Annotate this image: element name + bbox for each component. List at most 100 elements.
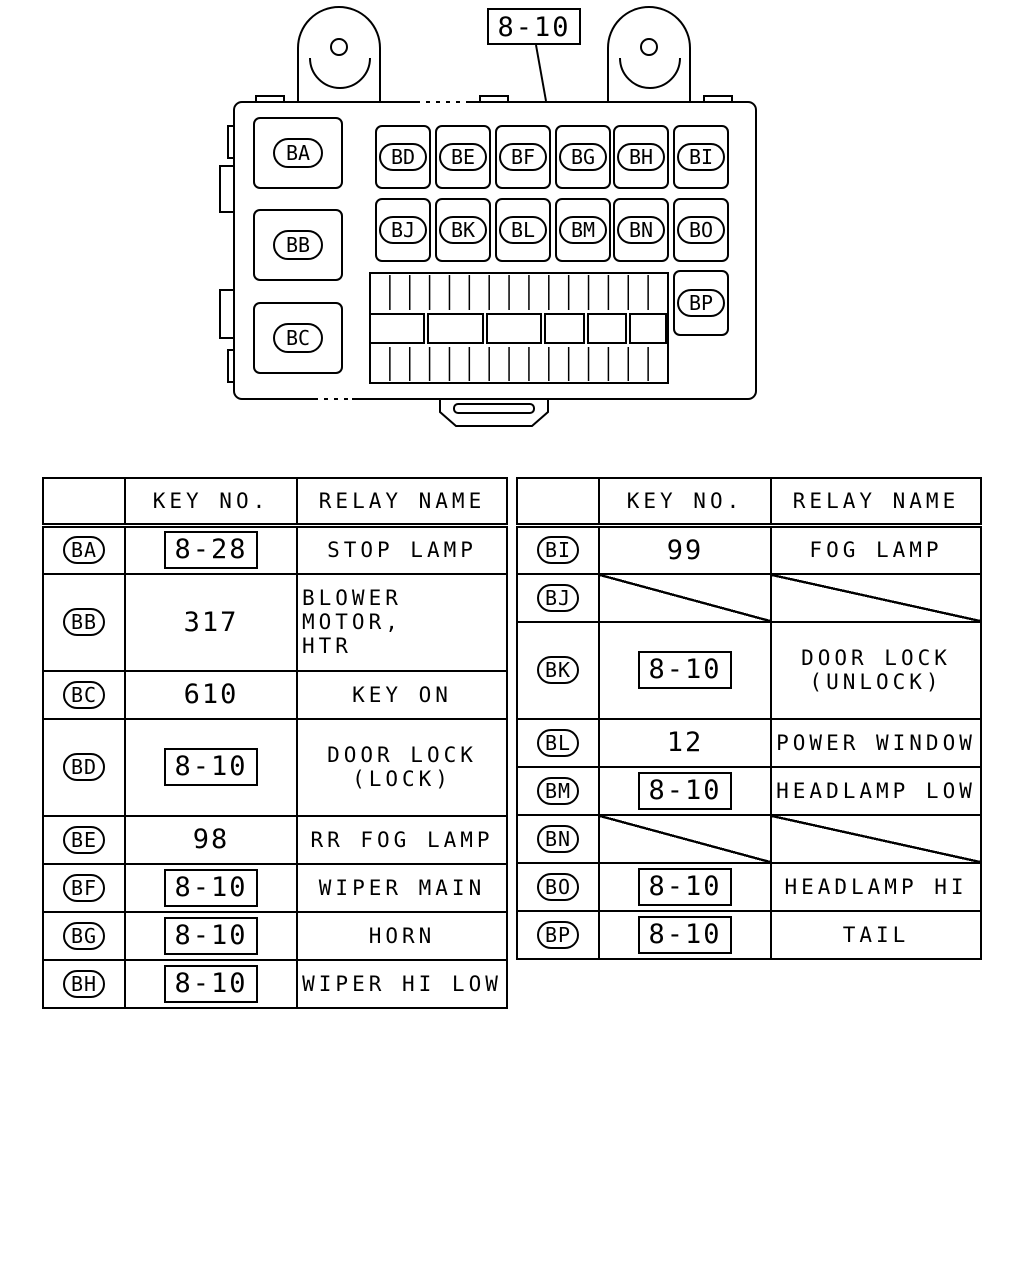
- relay-name-cell: [770, 813, 982, 864]
- key-no-cell: 8-10: [124, 910, 298, 961]
- key-no-cell: 610: [124, 669, 298, 720]
- key-no-box: 8-10: [164, 916, 258, 955]
- relay-id-cell: BH: [42, 958, 126, 1009]
- key-no-value: 317: [183, 606, 239, 638]
- relay-name-cell: [770, 572, 982, 623]
- key-no-box: 8-10: [164, 964, 258, 1003]
- key-no-cell: 8-10: [598, 861, 772, 912]
- relay-slot-label: BK: [451, 218, 475, 242]
- relay-name-cell: HEADLAMP LOW: [770, 765, 982, 816]
- relay-slot-bj: BJ: [375, 198, 431, 262]
- header-relay-name: RELAY NAME: [770, 477, 982, 528]
- relay-name: KEY ON: [352, 682, 452, 707]
- relay-id-badge: BL: [536, 728, 580, 757]
- header-relay-name: RELAY NAME: [296, 477, 508, 528]
- relay-name-cell: POWER WINDOW: [770, 717, 982, 768]
- relay-slot-bh: BH: [613, 125, 669, 189]
- relay-name-cell: RR FOG LAMP: [296, 814, 508, 865]
- table-row: BC 610 KEY ON: [42, 669, 508, 720]
- relay-slot-label: BN: [629, 218, 653, 242]
- header-blank: [516, 477, 600, 528]
- relay-slot-label: BL: [511, 218, 535, 242]
- key-no-value: 12: [666, 727, 704, 758]
- relay-slot-bc: BC: [253, 302, 343, 374]
- relay-box-body: [233, 101, 757, 400]
- relay-name-cell: FOG LAMP: [770, 524, 982, 575]
- relay-id-cell: BD: [42, 717, 126, 817]
- relay-slot-label: BC: [286, 326, 310, 350]
- key-no-cell: 8-10: [598, 620, 772, 720]
- key-no-box: 8-10: [638, 867, 732, 906]
- relay-slot-bl: BL: [495, 198, 551, 262]
- relay-name: FOG LAMP: [809, 538, 943, 563]
- relay-id-badge: BC: [62, 680, 106, 709]
- relay-name-cell: STOP LAMP: [296, 524, 508, 575]
- table-row: BO 8-10 HEADLAMP HI: [516, 861, 982, 912]
- relay-name-cell: HORN: [296, 910, 508, 961]
- relay-id-badge: BP: [536, 920, 580, 949]
- table-row: BL 12 POWER WINDOW: [516, 717, 982, 768]
- relay-name: DOOR LOCK (UNLOCK): [801, 646, 951, 694]
- relay-slot-bo: BO: [673, 198, 729, 262]
- key-no-value: 610: [183, 679, 239, 710]
- relay-id-cell: BN: [516, 813, 600, 864]
- relay-name: BLOWER MOTOR, HTR: [302, 586, 402, 658]
- relay-id-cell: BK: [516, 620, 600, 720]
- relay-id-badge: BN: [536, 824, 580, 853]
- table-row: BJ: [516, 572, 982, 623]
- relay-slot-label: BM: [571, 218, 595, 242]
- relay-slot-label: BE: [451, 145, 475, 169]
- relay-slot-bk: BK: [435, 198, 491, 262]
- relay-id-cell: BA: [42, 524, 126, 575]
- key-no-cell: 317: [124, 572, 298, 672]
- key-no-box: 8-10: [638, 771, 732, 810]
- relay-id-badge: BJ: [536, 583, 580, 612]
- key-no-cell: 12: [598, 717, 772, 768]
- relay-name-cell: KEY ON: [296, 669, 508, 720]
- relay-name-cell: HEADLAMP HI: [770, 861, 982, 912]
- relay-name: POWER WINDOW: [776, 730, 976, 755]
- relay-id-cell: BO: [516, 861, 600, 912]
- key-no-cell: [598, 572, 772, 623]
- relay-name: STOP LAMP: [327, 538, 477, 563]
- table-row: BP 8-10 TAIL: [516, 909, 982, 960]
- relay-name: WIPER MAIN: [318, 875, 486, 900]
- relay-name-cell: DOOR LOCK (UNLOCK): [770, 620, 982, 720]
- relay-slot-bm: BM: [555, 198, 611, 262]
- mounting-tab-right: [607, 6, 691, 102]
- table-row: BN: [516, 813, 982, 864]
- relay-slot-be: BE: [435, 125, 491, 189]
- key-no-cell: 99: [598, 524, 772, 575]
- relay-id-badge: BG: [62, 921, 106, 950]
- key-no-value: 98: [192, 824, 230, 855]
- relay-name: HEADLAMP LOW: [776, 778, 976, 803]
- relay-slot-label: BA: [286, 141, 310, 165]
- key-no-cell: [598, 813, 772, 864]
- relay-slot-bp: BP: [673, 270, 729, 336]
- table-row: BE 98 RR FOG LAMP: [42, 814, 508, 865]
- relay-id-cell: BP: [516, 909, 600, 960]
- key-no-cell: 8-10: [124, 862, 298, 913]
- relay-name: TAIL: [842, 922, 910, 947]
- relay-slot-bd: BD: [375, 125, 431, 189]
- relay-id-cell: BB: [42, 572, 126, 672]
- key-no-cell: 8-10: [598, 909, 772, 960]
- relay-id-cell: BE: [42, 814, 126, 865]
- relay-name-cell: TAIL: [770, 909, 982, 960]
- table-row: BH 8-10 WIPER HI LOW: [42, 958, 508, 1009]
- relay-id-badge: BE: [62, 825, 106, 854]
- relay-id-badge: BB: [62, 608, 106, 636]
- relay-name: WIPER HI LOW: [302, 971, 502, 996]
- table-row: BG 8-10 HORN: [42, 910, 508, 961]
- relay-slot-bi: BI: [673, 125, 729, 189]
- relay-id-badge: BF: [62, 873, 106, 902]
- relay-id-cell: BM: [516, 765, 600, 816]
- header-key-no: KEY NO.: [598, 477, 772, 528]
- relay-id-cell: BF: [42, 862, 126, 913]
- header-blank: [42, 477, 126, 528]
- relay-id-cell: BJ: [516, 572, 600, 623]
